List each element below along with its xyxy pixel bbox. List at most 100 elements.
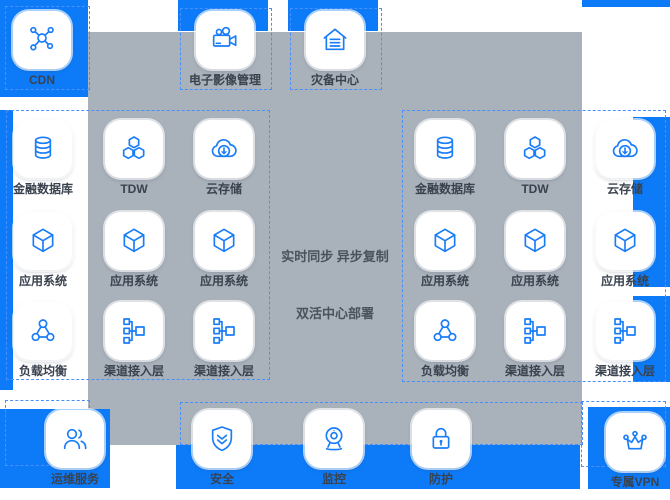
tile-label: 应用系统 [18, 274, 67, 288]
tile-card [506, 302, 564, 360]
tile-card [14, 212, 72, 270]
tile-crown: 专属VPN [590, 413, 670, 489]
tile-card [305, 410, 363, 468]
tile-hexagons: TDW [89, 120, 179, 196]
video-camera-icon [209, 24, 241, 56]
tile-card [416, 302, 474, 360]
eimage-dashed-box [180, 8, 272, 90]
cloud-download-icon [609, 133, 641, 165]
tile-label: 电子影像管理 [188, 73, 261, 87]
flow-tree-icon [609, 315, 641, 347]
shield-icon [206, 423, 238, 455]
tile-label: 云存储 [205, 182, 242, 196]
tile-card [506, 212, 564, 270]
tile-label: 渠道接入层 [504, 364, 565, 378]
cube-icon [609, 225, 641, 257]
tile-flow-tree: 渠道接入层 [580, 302, 670, 378]
tile-card [46, 410, 104, 468]
cube-icon [27, 225, 59, 257]
tile-users: 运维服务 [30, 410, 120, 486]
load-balancer-icon [429, 315, 461, 347]
tile-label: 应用系统 [600, 274, 649, 288]
cube-icon [118, 225, 150, 257]
tile-cloud-download: 云存储 [580, 120, 670, 196]
tile-card [13, 11, 71, 69]
tile-label: 渠道接入层 [103, 364, 164, 378]
tile-card [105, 212, 163, 270]
tile-label: 灾备中心 [310, 73, 359, 87]
hexagons-icon [519, 133, 551, 165]
right-datacenter-dashed-box [402, 110, 666, 382]
tile-database: 金融数据库 [400, 120, 490, 196]
tile-label: 渠道接入层 [594, 364, 655, 378]
tile-card [195, 302, 253, 360]
tile-cdn: CDN [0, 11, 87, 87]
tile-webcam: 监控 [289, 410, 379, 486]
tile-load-balancer: 负载均衡 [400, 302, 490, 378]
tile-flow-tree: 渠道接入层 [490, 302, 580, 378]
tile-cube: 应用系统 [89, 212, 179, 288]
load-balancer-icon [27, 315, 59, 347]
tile-label: 金融数据库 [12, 182, 73, 196]
tile-label: 金融数据库 [414, 182, 475, 196]
tile-card [195, 212, 253, 270]
tile-load-balancer: 负载均衡 [0, 302, 88, 378]
tile-card [193, 410, 251, 468]
webcam-icon [318, 423, 350, 455]
tile-label: 云存储 [606, 182, 643, 196]
tile-label: 应用系统 [420, 274, 469, 288]
tile-card [105, 120, 163, 178]
tile-card [195, 120, 253, 178]
flow-tree-icon [208, 315, 240, 347]
left-datacenter-dashed-box [6, 110, 270, 380]
tile-cube: 应用系统 [580, 212, 670, 288]
lock-icon [425, 423, 457, 455]
tile-card [596, 212, 654, 270]
tile-video-camera: 电子影像管理 [180, 11, 270, 87]
tile-card [105, 302, 163, 360]
tile-cube: 应用系统 [490, 212, 580, 288]
database-icon [27, 133, 59, 165]
flow-tree-icon [519, 315, 551, 347]
crown-icon [619, 426, 651, 458]
cdn-icon [26, 24, 58, 56]
tile-card [606, 413, 664, 471]
tile-label: 防护 [428, 472, 453, 486]
tile-card [306, 11, 364, 69]
tile-hexagons: TDW [490, 120, 580, 196]
deploy-annotation: 双活中心部署 [295, 306, 374, 321]
tile-card [596, 302, 654, 360]
tile-card [14, 120, 72, 178]
tile-card [196, 11, 254, 69]
tile-lock: 防护 [396, 410, 486, 486]
tile-card [506, 120, 564, 178]
flow-tree-icon [118, 315, 150, 347]
tile-label: 监控 [321, 472, 346, 486]
tile-label: 运维服务 [50, 472, 99, 486]
tile-label: CDN [29, 73, 55, 87]
warehouse-icon [319, 24, 351, 56]
tile-label: 负载均衡 [420, 364, 469, 378]
tile-card [416, 212, 474, 270]
cloud-download-icon [208, 133, 240, 165]
tile-flow-tree: 渠道接入层 [89, 302, 179, 378]
hexagons-icon [118, 133, 150, 165]
users-icon [59, 423, 91, 455]
tile-label: 应用系统 [109, 274, 158, 288]
tile-label: TDW [120, 182, 148, 196]
tile-shield: 安全 [177, 410, 267, 486]
database-icon [429, 133, 461, 165]
tile-cloud-download: 云存储 [179, 120, 269, 196]
tile-card [412, 410, 470, 468]
tile-label: 应用系统 [510, 274, 559, 288]
tile-card [416, 120, 474, 178]
tile-label: 渠道接入层 [193, 364, 254, 378]
tile-cube: 应用系统 [179, 212, 269, 288]
center-panel [88, 32, 582, 445]
blue-block-top-right [582, 0, 670, 7]
cube-icon [519, 225, 551, 257]
tile-cube: 应用系统 [400, 212, 490, 288]
cube-icon [429, 225, 461, 257]
disaster-recovery-dashed-box [290, 8, 382, 90]
